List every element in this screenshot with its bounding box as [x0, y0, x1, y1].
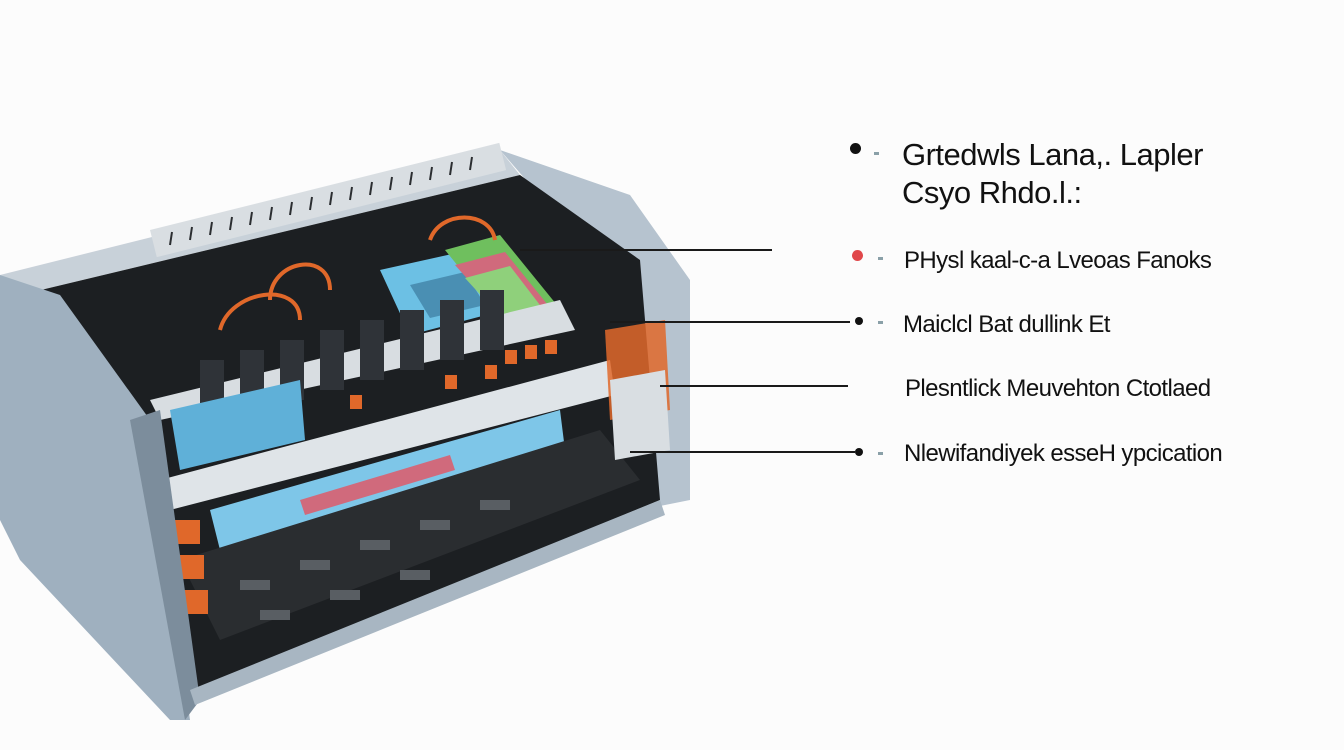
- server-cutaway-illustration: [0, 142, 690, 720]
- middle-drive-tray: [160, 360, 615, 510]
- label-4-bullet-icon: [855, 448, 863, 456]
- callout-label-4: Nlewifandiyek esseH ypcication: [904, 440, 1223, 467]
- heatsink-fins: [150, 142, 507, 258]
- diagram-title: Grtedwls Lana,. Lapler Csyo Rhdo.l.:: [902, 136, 1203, 212]
- callout-label-1: PHysl kaal-c-a Lveoas Fanoks: [904, 247, 1212, 274]
- label-4-tick-icon: [878, 452, 883, 455]
- callout-label-2: Maiclcl Bat dullink Et: [903, 311, 1110, 338]
- label-2-tick-icon: [878, 321, 883, 324]
- title-line-2: Csyo Rhdo.l.:: [902, 175, 1082, 210]
- leader-line-4: [630, 451, 855, 453]
- motherboard-lower: [180, 430, 640, 640]
- board-components: [240, 500, 510, 620]
- leader-line-2: [610, 321, 850, 323]
- label-2-bullet-icon: [855, 317, 863, 325]
- capacitors: [350, 340, 557, 409]
- label-1-bullet-icon: [852, 250, 863, 261]
- chassis-front-edge: [130, 410, 200, 720]
- leader-line-3: [660, 385, 848, 387]
- left-blue-panel: [170, 380, 305, 470]
- title-bullet-icon: [850, 143, 861, 154]
- title-tick-icon: [874, 152, 879, 155]
- label-1-tick-icon: [878, 257, 883, 260]
- cpu-block-inner: [410, 272, 485, 318]
- right-bracket: [610, 370, 670, 460]
- leader-line-1: [520, 249, 772, 251]
- title-line-1: Grtedwls Lana,. Lapler: [902, 137, 1203, 172]
- heat-pipes: [218, 215, 497, 331]
- chassis-bottom-rail: [190, 500, 665, 705]
- callout-label-3: Plesntlick Meuvehton Ctotlaed: [905, 375, 1211, 402]
- drive-tray-stripe: [300, 455, 455, 515]
- chassis-front-panel: [0, 275, 190, 720]
